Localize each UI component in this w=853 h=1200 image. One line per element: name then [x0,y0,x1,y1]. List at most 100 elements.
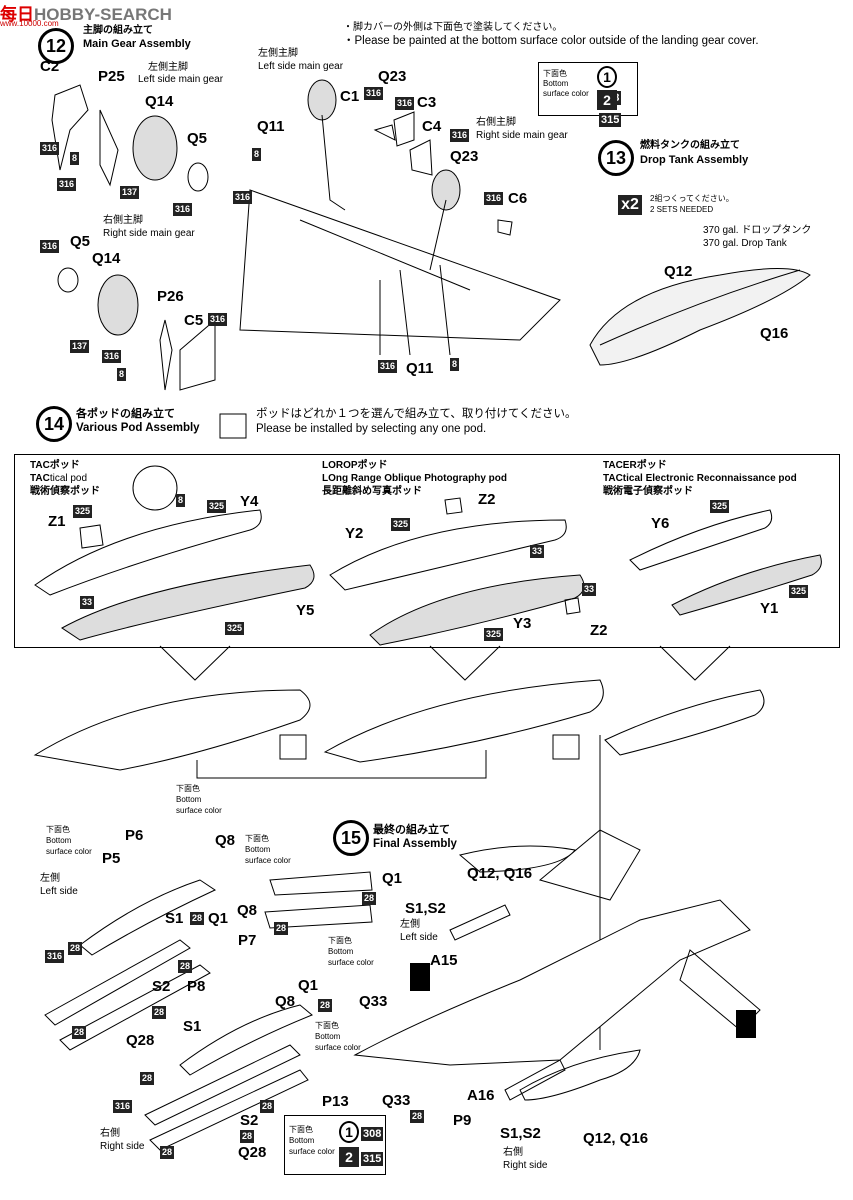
step-13-number: 13 [598,140,634,176]
part-c1: C1 [340,88,360,105]
bottom-color-en2-5: surface color [315,1043,361,1052]
part-a15: A15 [430,952,458,969]
step-12-number: 12 [38,28,74,64]
color-316: 316 [208,313,228,326]
pod-options-box [14,454,840,648]
sets-needed-en: 2 SETS NEEDED [650,205,714,214]
bottom-color-en1-5: Bottom [315,1032,341,1041]
part-q1-left: Q1 [208,910,229,927]
left-side-en: Left side [40,886,78,897]
color-325: 325 [207,500,227,513]
top-note-en: ・Please be painted at the bottom surface… [343,35,759,47]
color-325: 325 [391,518,411,531]
step-15-number: 15 [333,820,369,856]
part-p26: P26 [157,288,184,305]
step-12-title-jp: 主脚の組み立て [83,25,153,36]
gear-right-en: Right side main gear [103,228,195,239]
tacer-pod-jp: TACERポッド [603,460,667,471]
part-z2: Z2 [478,491,496,508]
color-28: 28 [72,1026,87,1039]
bottom-color-en1-3: Bottom [245,845,271,854]
part-q5: Q5 [187,130,208,147]
color-316: 316 [40,142,60,155]
bottom-color-en1: Bottom [176,795,202,804]
color-316: 316 [113,1100,133,1113]
part-p13: P13 [322,1093,349,1110]
color-316: 316 [378,360,398,373]
color-28: 28 [260,1100,275,1113]
bottom-color-en1-4: Bottom [328,947,354,956]
part-y2: Y2 [345,525,364,542]
color-137: 137 [70,340,90,353]
gear-right-en-2: Right side main gear [476,130,568,141]
part-q5-right: Q5 [70,233,91,250]
part-q1-right: Q1 [298,977,319,994]
step-14-title-jp: 各ポッドの組み立て [76,408,175,420]
part-y3: Y3 [513,615,532,632]
part-q14: Q14 [145,93,174,110]
part-q8-right: Q8 [275,993,296,1010]
part-q12: Q12 [664,263,693,280]
gear-right-jp-2: 右側主脚 [476,117,516,128]
left-side-jp: 左側 [40,873,60,884]
watermark-cn: 每日 [0,5,34,24]
gear-left-jp: 左側主脚 [148,62,188,73]
part-p25: P25 [98,68,125,85]
part-c2: C2 [40,58,60,75]
color-325: 325 [225,622,245,635]
watermark-url: www.10000.com [0,19,59,28]
step-14-title-en: Various Pod Assembly [76,422,200,434]
color-8: 8 [70,152,80,165]
step-15-title-jp: 最終の組み立て [373,824,450,836]
lorop-pod-jp: LOROPポッド [322,460,388,471]
bottom-color-en1: Bottom [289,1136,315,1145]
tacer-pod-jp2: 戦術電子偵察ポッド [603,486,693,497]
part-q16: Q16 [760,325,789,342]
tac-pod-en: TACtical pod [30,473,88,484]
part-p7: P7 [238,932,257,949]
color-316: 316 [484,192,504,205]
part-s1-s2: S1,S2 [405,900,446,917]
color-8: 8 [252,148,262,161]
color-28: 28 [178,960,193,973]
left-side-en-2: Left side [400,932,438,943]
part-z1: Z1 [48,513,66,530]
color-316: 316 [173,203,193,216]
part-s1-s2-right: S1,S2 [500,1125,541,1142]
right-side-jp-2: 右側 [503,1147,523,1158]
color-28: 28 [68,942,83,955]
top-note-jp: ・脚カバーの外側は下面色で塗装してください。 [343,22,563,33]
step-12-title-en: Main Gear Assembly [83,38,191,50]
drop-tank-jp: 370 gal. ドロップタンク [703,225,812,236]
color-316: 316 [364,87,384,100]
color-28: 28 [190,912,205,925]
lorop-pod-jp2: 長距離斜め写真ポッド [322,486,422,497]
part-y4: Y4 [240,493,259,510]
watermark-en: HOBBY-SEARCH [34,5,172,24]
bottom-color-jp: 下面色 [176,784,200,793]
part-q8: Q8 [215,832,236,849]
bottom-color-jp-4: 下面色 [328,936,352,945]
bottom-color-jp: 下面色 [543,69,567,78]
two-sets-badge: x2 [618,195,642,215]
step-14-number: 14 [36,406,72,442]
color-325: 325 [73,505,93,518]
color-316: 316 [102,350,122,363]
part-q23-right: Q23 [450,148,479,165]
part-q28: Q28 [126,1032,155,1049]
part-s2: S2 [152,978,171,995]
right-side-jp: 右側 [100,1128,120,1139]
color-28: 28 [362,892,377,905]
color-28: 28 [240,1130,255,1143]
color-33: 33 [582,583,597,596]
part-p9: P9 [453,1112,472,1129]
right-side-en-2: Right side [503,1160,548,1171]
part-p8: P8 [187,978,206,995]
bottom-color-en2-4: surface color [328,958,374,967]
part-c6: C6 [508,190,528,207]
part-q28-right: Q28 [238,1144,267,1161]
step-14-note-jp: ポッドはどれか１つを選んで組み立て、取り付けてください。 [256,408,577,420]
step-15-title-en: Final Assembly [373,838,457,850]
